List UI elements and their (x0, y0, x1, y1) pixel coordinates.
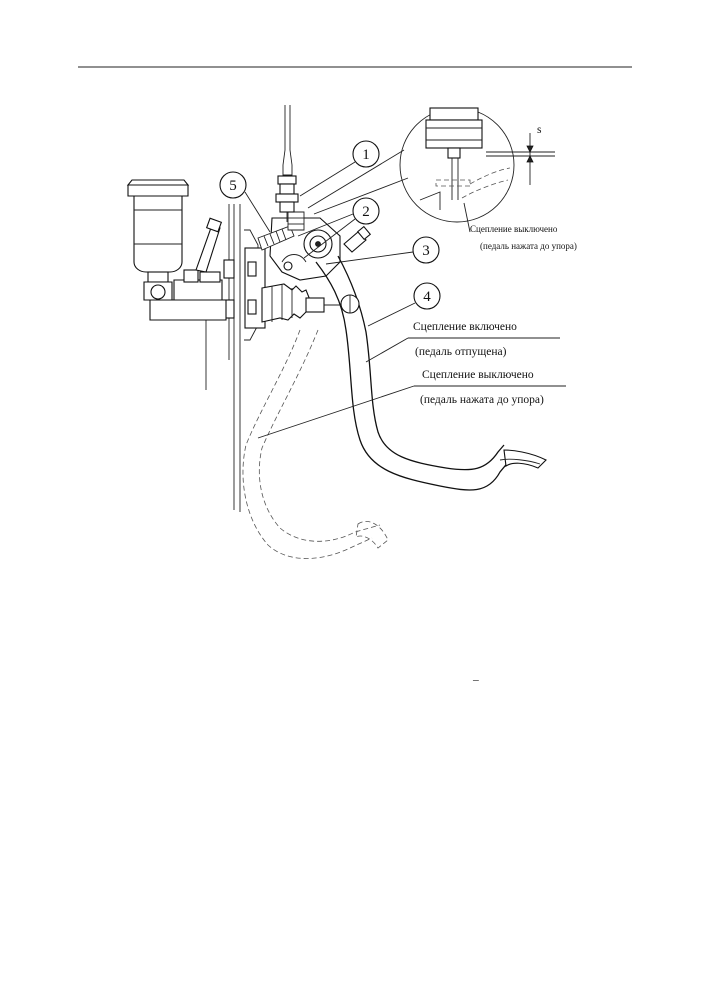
disengaged-label-line2: (педаль нажата до упора) (420, 394, 544, 406)
mounting-bracket (205, 204, 266, 512)
engaged-label-line2: (педаль отпущена) (415, 346, 507, 358)
pushrod-clevis (324, 294, 360, 314)
callout-number: 3 (422, 243, 430, 259)
callout-3: 3 (325, 236, 440, 265)
callout-1: 1 (299, 140, 380, 197)
callout-2: 2 (297, 197, 380, 259)
disengaged-label-line1: Сцепление выключено (422, 369, 534, 381)
detail-leaders (307, 149, 409, 215)
callout-number: 4 (423, 289, 431, 305)
clutch-master-cylinder (126, 179, 227, 321)
pedal-engaged (315, 255, 547, 491)
pedal-pivot-assembly (257, 211, 372, 281)
callout-number: 2 (362, 204, 370, 220)
dimension-s-label: s (537, 124, 542, 136)
callout-4: 4 (367, 282, 441, 327)
detail-label-line1: Сцепление выключено (470, 224, 558, 234)
top-rod (275, 105, 299, 222)
callout-5: 5 (219, 171, 271, 233)
detail-view: s Сцепление выключено (педаль нажата до … (399, 107, 577, 251)
disengaged-label-group: Сцепление выключено (педаль нажата до уп… (257, 369, 566, 439)
stray-mark: – (472, 674, 479, 686)
callout-number: 1 (362, 147, 370, 163)
detail-label-line2: (педаль нажата до упора) (480, 241, 577, 251)
pedal-disengaged-outline (242, 329, 389, 559)
rubber-boot (261, 283, 325, 323)
callout-number: 5 (229, 178, 237, 194)
engaged-label-group: Сцепление включено (педаль отпущена) (365, 321, 560, 363)
engaged-label-line1: Сцепление включено (413, 321, 517, 333)
